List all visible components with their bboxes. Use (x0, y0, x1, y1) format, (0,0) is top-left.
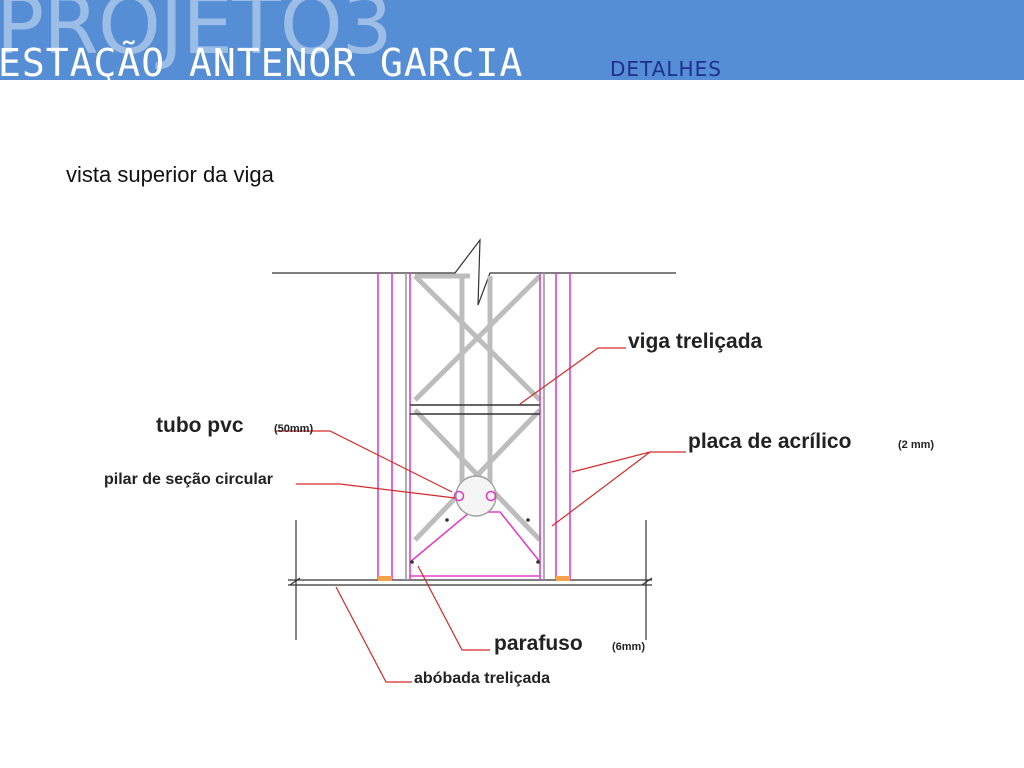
label-pilar: pilar de seção circular (104, 471, 273, 488)
label-placa-acrilico: placa de acrílico (688, 430, 851, 453)
label-abobada: abóbada treliçada (414, 670, 550, 687)
section-subtitle: DETALHES (610, 57, 722, 80)
acrylic-plates (377, 273, 571, 580)
bottom-vault-line (288, 520, 653, 640)
bolts (410, 518, 540, 564)
leader-lines (276, 347, 686, 683)
station-title: ESTAÇÃO ANTENOR GARCIA (0, 41, 524, 80)
project-watermark-title: PROJETO3 (0, 0, 393, 72)
label-placa-acrilico-unit: (2 mm) (898, 439, 934, 451)
cross-beam (410, 404, 540, 415)
truss-diagonals (413, 273, 542, 542)
circular-pillar (453, 475, 497, 517)
header-banner: PROJETO3 ESTAÇÃO ANTENOR GARCIA DETALHES (0, 0, 1024, 80)
label-parafuso: parafuso (494, 632, 583, 655)
label-tubo-pvc: tubo pvc (156, 414, 244, 437)
top-break-line (272, 238, 676, 306)
label-tubo-pvc-unit: (50mm) (274, 423, 313, 435)
plate-footings (378, 576, 570, 581)
label-viga-trelicada: viga treliçada (628, 330, 763, 353)
label-parafuso-unit: (6mm) (612, 641, 645, 653)
drawing-caption: vista superior da viga (66, 162, 274, 187)
